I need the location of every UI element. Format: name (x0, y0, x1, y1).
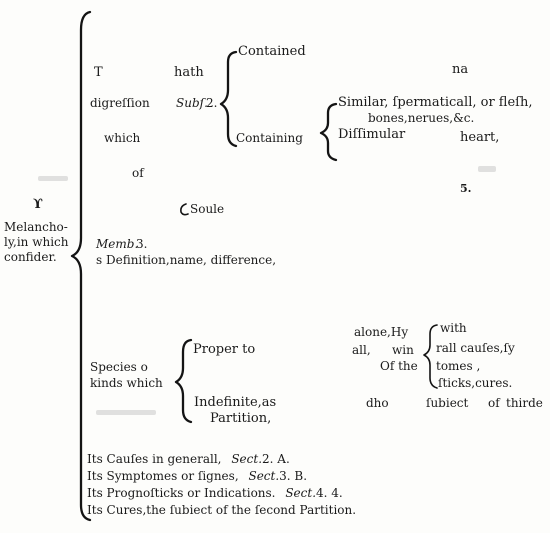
main-brace (70, 10, 92, 522)
symptomes-number: 3. B. (279, 469, 308, 483)
subiect-label: ſubiect (426, 396, 469, 410)
all-label: all, (352, 343, 371, 357)
soule-curl (180, 203, 189, 216)
prognosticks-number: 4. 4. (316, 486, 343, 500)
rall-label: rall cauſes,ſy (436, 341, 515, 355)
cures-line: Its Cures,the ſubiect of the ſecond Part… (87, 503, 357, 517)
proper-label: Proper to (193, 342, 256, 357)
memb-ref: Memb. (96, 237, 139, 251)
ink-blot (38, 176, 68, 181)
subs-ref: Subſ. (176, 96, 208, 110)
row1-hath: hath (174, 65, 204, 80)
causes-ref: Sect. (231, 452, 263, 466)
contained-brace (219, 50, 238, 148)
ink-blot (96, 410, 156, 415)
which-label: which (104, 131, 141, 145)
row1-t: T (94, 65, 103, 80)
indefinite-label: Indefinite,as (194, 395, 277, 410)
five-label: 5. (460, 182, 472, 195)
symptomes-text: Its Symptomes or ſignes, (87, 469, 239, 483)
definition-line: s Definition,name, difference, (96, 253, 277, 267)
with-label: with (440, 321, 467, 335)
symptomes-ref: Sect. (248, 469, 280, 483)
similar-brace (319, 102, 338, 162)
partition-label: Partition, (210, 411, 272, 426)
dho-label: dho (366, 396, 389, 410)
heart-label: heart, (460, 130, 500, 145)
left-line-2: ly,in which (4, 235, 69, 249)
causes-number: 2. A. (262, 452, 290, 466)
soule-label: Soule (190, 202, 225, 216)
causes-line: Its Cauſes in generall, Sect.2. A. (87, 453, 290, 465)
prognosticks-text: Its Prognoſticks or Indications. (87, 486, 276, 500)
causes-text: Its Cauſes in generall, (87, 452, 222, 466)
prognosticks-line: Its Prognoſticks or Indications. Sect.4.… (87, 487, 343, 499)
left-line-1: Melancho- (4, 220, 68, 234)
of-label: of (132, 166, 144, 180)
win-label: win (392, 343, 414, 357)
containing-label: Containing (236, 131, 303, 145)
left-glyph: ϒ (33, 197, 43, 212)
of-word: of (488, 396, 500, 410)
species-line-1: Species o (90, 360, 148, 374)
contained-label: Contained (238, 44, 306, 59)
alone-label: alone,Hy (354, 325, 409, 339)
tomes-label: tomes , (436, 359, 481, 373)
row1-na: na (452, 62, 469, 77)
sticks-label: ſticks,cures. (438, 376, 513, 390)
species-line-2: kinds which (90, 376, 163, 390)
ink-blot (478, 166, 496, 172)
thirde-label: thirde (506, 396, 543, 410)
similar-label: Similar, ſpermaticall, or fleſh, (338, 95, 533, 110)
proper-brace (174, 338, 193, 424)
of-the-label: Of the (380, 359, 418, 373)
dissimular-label: Diſſimular (338, 127, 406, 142)
digression-label: digreſſion (90, 96, 150, 110)
left-line-3: confider. (4, 250, 57, 264)
symptomes-line: Its Symptomes or ſignes, Sect.3. B. (87, 470, 307, 482)
subs-number: 2. (206, 96, 218, 110)
memb-number: 3. (136, 237, 148, 251)
bones-label: bones,nerues,&c. (368, 111, 475, 125)
prognosticks-ref: Sect. (285, 486, 317, 500)
sticks-brace (423, 324, 438, 389)
